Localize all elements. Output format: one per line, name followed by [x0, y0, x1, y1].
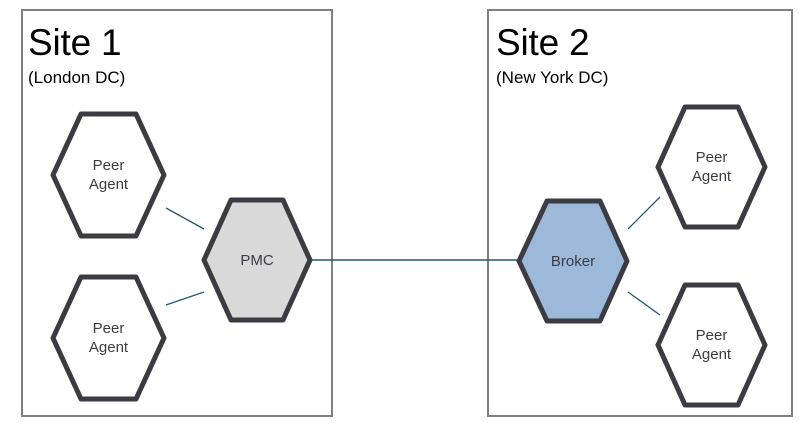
site-1-title: Site 1 — [28, 22, 122, 63]
hexagon-icon — [655, 282, 768, 408]
node-peer-agent-1[interactable]: Peer Agent — [50, 111, 167, 239]
node-label: Peer Agent — [691, 149, 732, 185]
node-broker[interactable]: Broker — [516, 198, 630, 324]
node-label: Peer Agent — [88, 157, 129, 193]
node-peer-agent-2[interactable]: Peer Agent — [50, 274, 167, 402]
site-2-subtitle: (New York DC) — [496, 68, 609, 87]
site-2-title: Site 2 — [496, 22, 590, 63]
hexagon-icon — [655, 104, 768, 230]
node-label: Peer Agent — [691, 327, 732, 363]
hexagon-icon — [50, 274, 167, 402]
hexagon-icon — [516, 198, 630, 324]
node-pmc[interactable]: PMC — [201, 197, 313, 323]
hexagon-icon — [50, 111, 167, 239]
node-peer-agent-4[interactable]: Peer Agent — [655, 282, 768, 408]
hexagon-icon — [201, 197, 313, 323]
node-peer-agent-3[interactable]: Peer Agent — [655, 104, 768, 230]
site-1-subtitle: (London DC) — [28, 68, 126, 87]
node-label: Broker — [550, 252, 596, 270]
node-label: PMC — [240, 251, 274, 269]
node-label: Peer Agent — [88, 320, 129, 356]
